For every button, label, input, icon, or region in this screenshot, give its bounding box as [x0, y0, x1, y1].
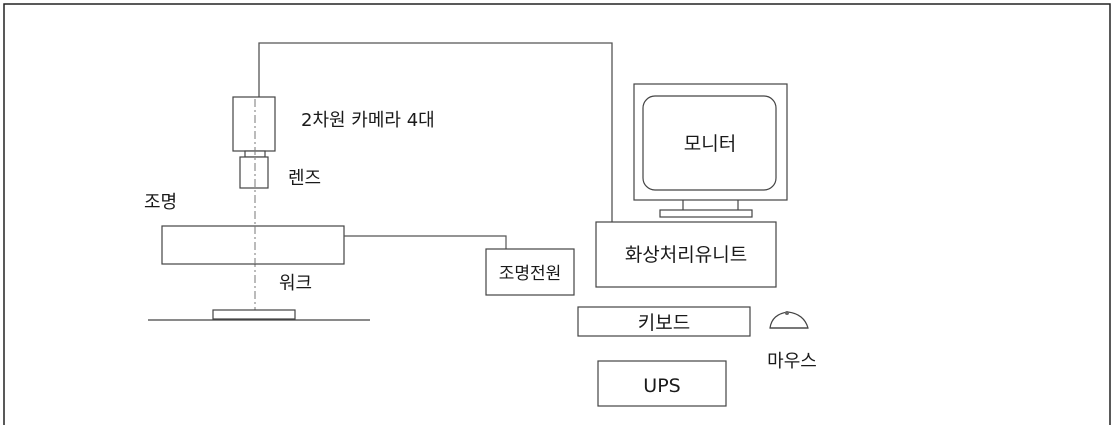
image-processing-unit [595, 221, 777, 288]
keyboard-label: 키보드 [638, 312, 690, 334]
lens [239, 156, 269, 189]
lighting-unit [161, 225, 345, 265]
mouse-label: 마우스 [767, 351, 817, 372]
ups-label: UPS [643, 375, 680, 397]
camera-body [232, 96, 276, 152]
mouse-button [785, 311, 789, 315]
light-power-box [485, 248, 575, 296]
camera-cable [258, 42, 613, 222]
monitor-label: 모니터 [684, 133, 736, 155]
keyboard [577, 306, 751, 337]
work-piece [212, 309, 296, 320]
work-label: 워크 [279, 273, 312, 294]
diagram-frame [3, 3, 1111, 425]
lighting-label: 조명 [144, 192, 177, 213]
camera-label: 2차원 카메라 4대 [301, 110, 435, 131]
lighting-cable [344, 235, 507, 249]
lens-label: 렌즈 [288, 168, 321, 189]
ups-box [597, 360, 727, 407]
mouse-body [769, 311, 809, 329]
image-unit-label: 화상처리유니트 [625, 244, 747, 266]
monitor-base [659, 209, 753, 218]
monitor-screen [642, 95, 777, 191]
light-power-label: 조명전원 [499, 264, 562, 284]
